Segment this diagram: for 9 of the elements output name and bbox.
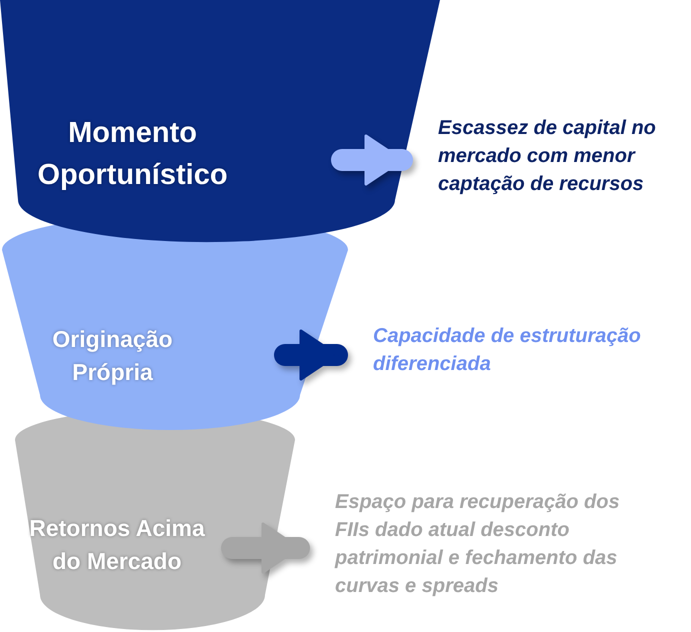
segment-label: Originação Própria xyxy=(51,325,174,388)
segment-label: Retornos Acima do Mercado xyxy=(28,514,206,576)
arrow xyxy=(274,330,348,380)
description-text: Espaço para recuperação dos FIIs dado atual desconto patrimonial e fechamento das curvas e spreads xyxy=(335,488,635,600)
arrow xyxy=(331,134,413,186)
description-text: Escassez de capital no mercado com menor captação de recursos xyxy=(438,114,690,198)
description-text: Capacidade de estruturação diferenciada xyxy=(373,322,691,378)
segment-label: Momento Oportunístico xyxy=(36,116,229,194)
arrow xyxy=(221,522,310,574)
